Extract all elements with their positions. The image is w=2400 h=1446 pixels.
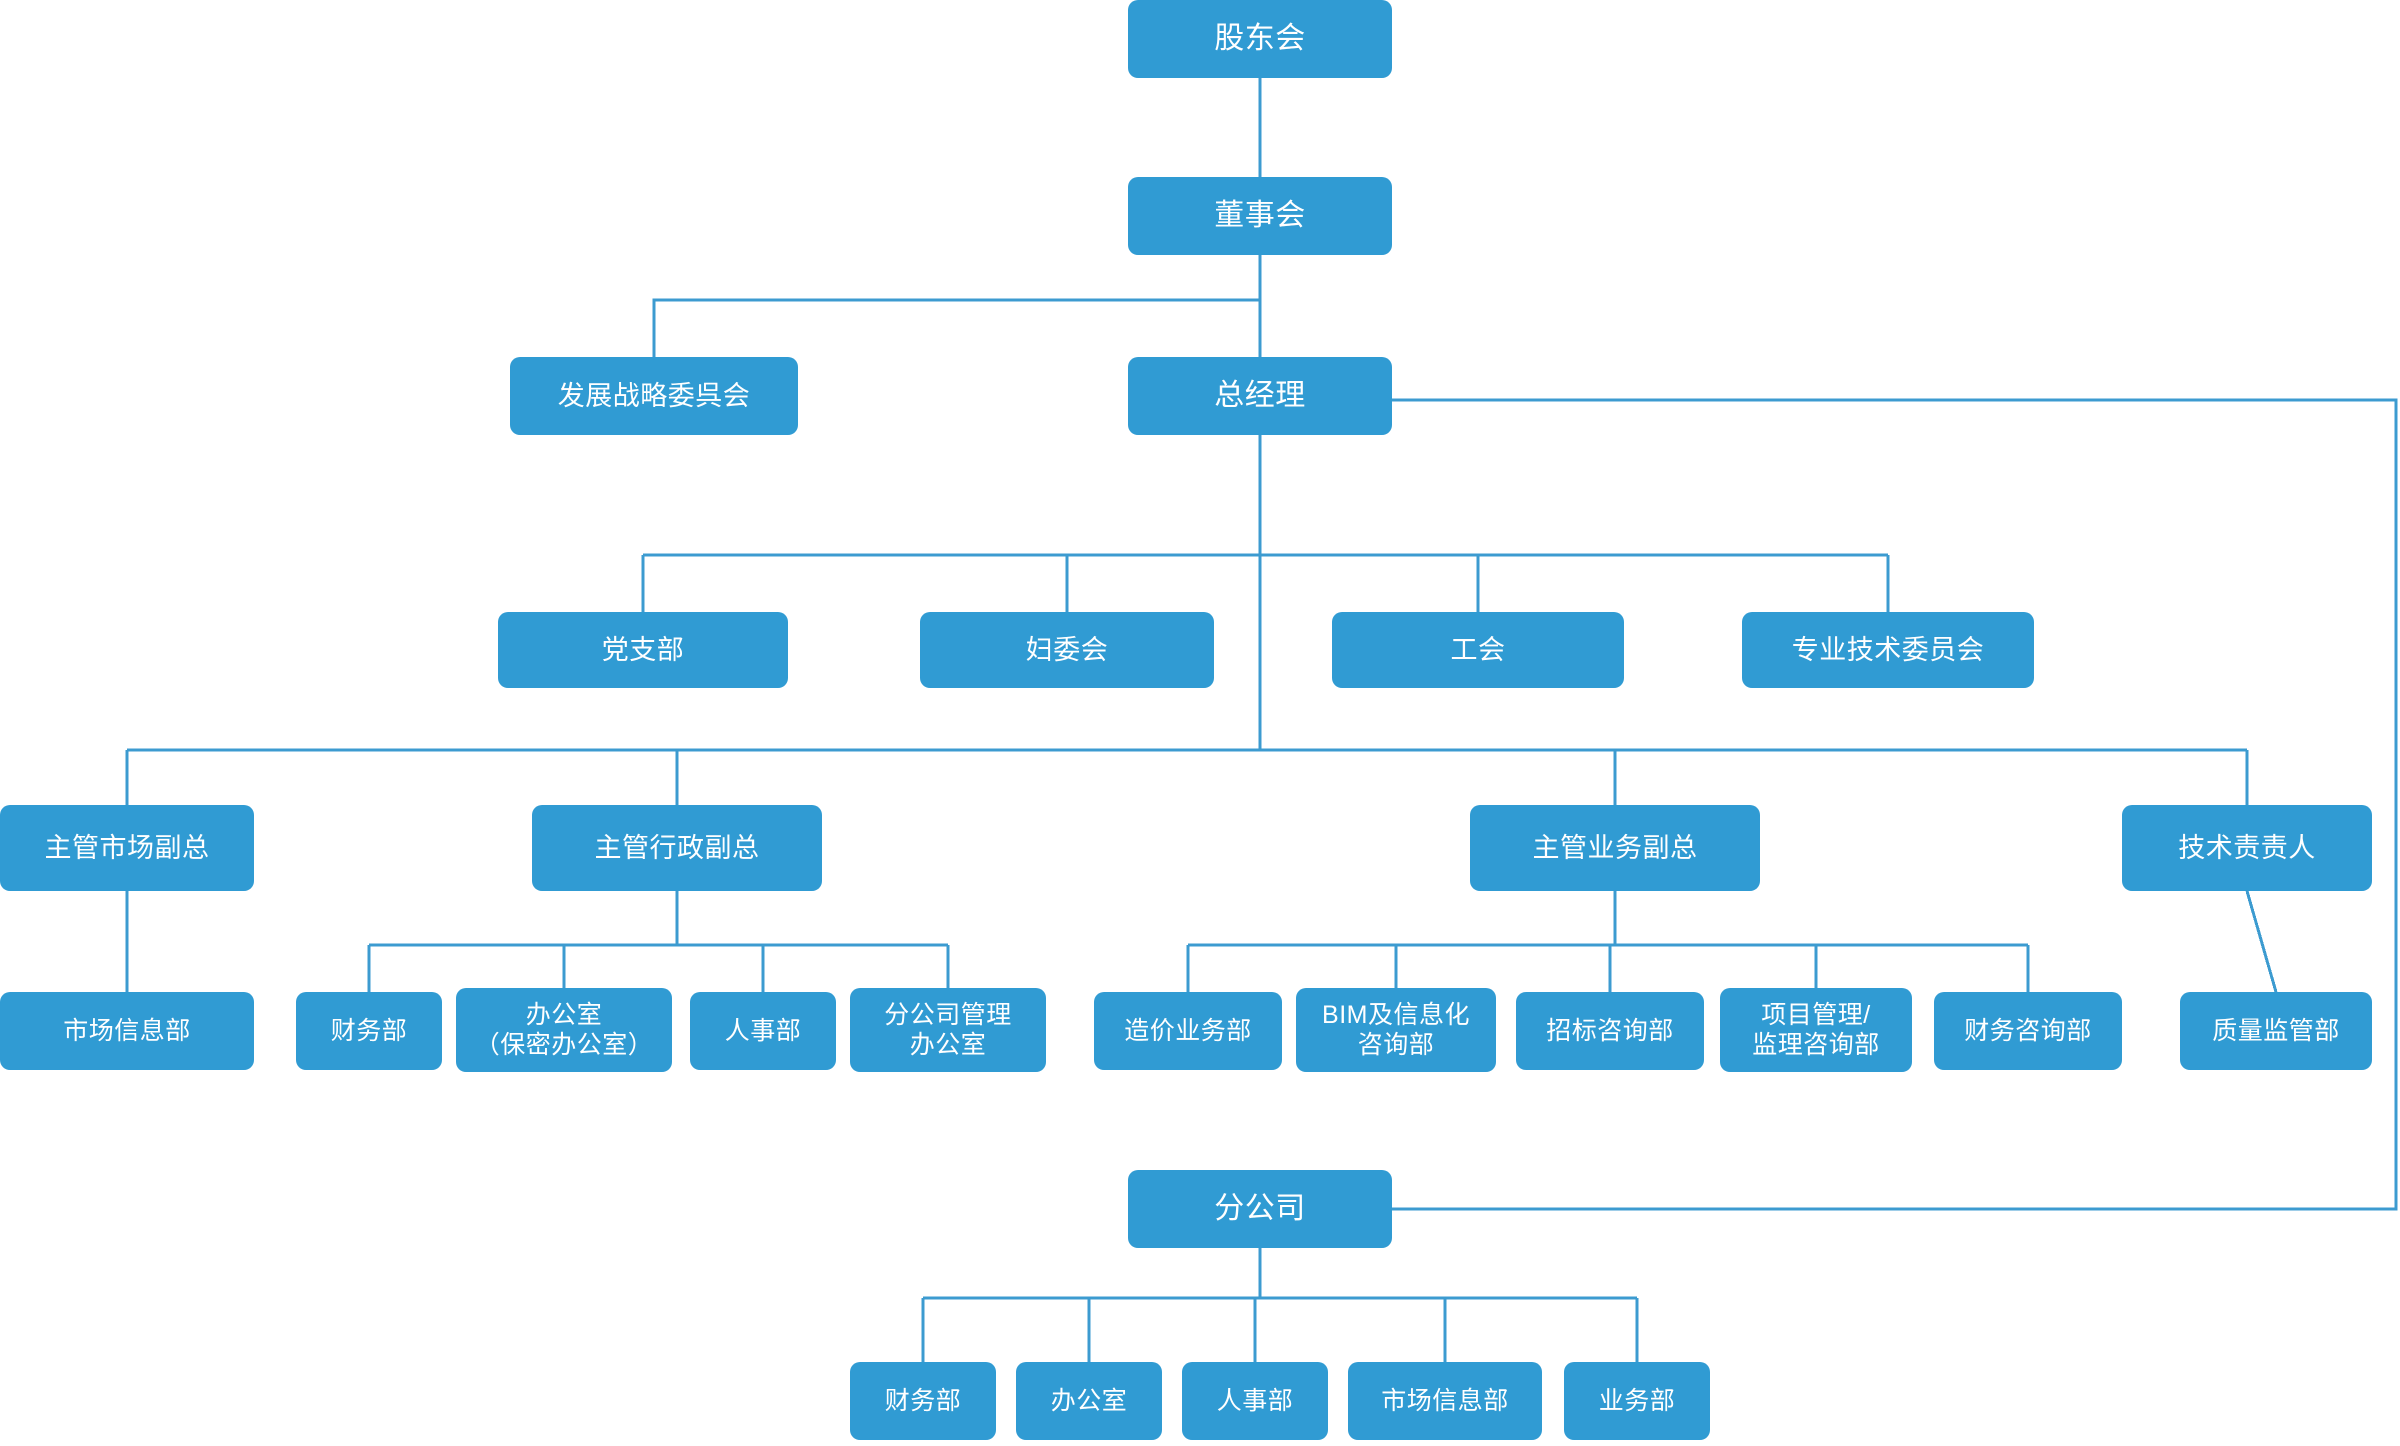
org-node-label: 发展战略委呉会 bbox=[557, 380, 751, 411]
org-node[interactable]: 人事部 bbox=[690, 992, 836, 1070]
org-node-label: 党支部 bbox=[601, 634, 685, 665]
org-node-label: 办公室 （保密办公室） bbox=[474, 1000, 654, 1060]
org-node[interactable]: 工会 bbox=[1332, 612, 1624, 688]
org-node[interactable]: 发展战略委呉会 bbox=[510, 357, 798, 435]
org-node[interactable]: 财务咨询部 bbox=[1934, 992, 2122, 1070]
org-node-label: 妇委会 bbox=[1025, 634, 1109, 665]
org-node[interactable]: 党支部 bbox=[498, 612, 788, 688]
org-node[interactable]: 股东会 bbox=[1128, 0, 1392, 78]
org-node[interactable]: 财务部 bbox=[296, 992, 442, 1070]
org-node-label: 分公司 bbox=[1214, 1191, 1306, 1225]
org-node-label: 市场信息部 bbox=[63, 1016, 191, 1045]
org-node-label: 财务部 bbox=[330, 1016, 408, 1045]
org-node[interactable]: 财务部 bbox=[850, 1362, 996, 1440]
org-node[interactable]: 专业技术委员会 bbox=[1742, 612, 2034, 688]
org-node-label: 技术责责人 bbox=[2178, 832, 2316, 863]
org-node-label: 主管行政副总 bbox=[594, 832, 760, 863]
org-node-label: 人事部 bbox=[724, 1016, 802, 1045]
org-node-label: 市场信息部 bbox=[1381, 1386, 1509, 1415]
org-node-label: 造价业务部 bbox=[1124, 1016, 1252, 1045]
org-node[interactable]: 招标咨询部 bbox=[1516, 992, 1704, 1070]
org-node[interactable]: 分公司管理 办公室 bbox=[850, 988, 1046, 1072]
org-node[interactable]: 董事会 bbox=[1128, 177, 1392, 255]
org-node-label: 财务部 bbox=[884, 1386, 962, 1415]
org-node[interactable]: 主管业务副总 bbox=[1470, 805, 1760, 891]
org-node-label: 办公室 bbox=[1050, 1386, 1128, 1415]
org-node-label: 招标咨询部 bbox=[1546, 1016, 1674, 1045]
org-node[interactable]: 妇委会 bbox=[920, 612, 1214, 688]
org-node[interactable]: 人事部 bbox=[1182, 1362, 1328, 1440]
org-node[interactable]: 分公司 bbox=[1128, 1170, 1392, 1248]
org-node[interactable]: 办公室 bbox=[1016, 1362, 1162, 1440]
org-node[interactable]: 主管市场副总 bbox=[0, 805, 254, 891]
edge-n1-n2 bbox=[652, 298, 1260, 357]
org-node-label: 分公司管理 办公室 bbox=[884, 1000, 1012, 1060]
org-node-label: BIM及信息化 咨询部 bbox=[1322, 1000, 1470, 1060]
edge-n11-n22 bbox=[2245, 890, 2278, 993]
org-node[interactable]: 市场信息部 bbox=[1348, 1362, 1542, 1440]
org-node[interactable]: 办公室 （保密办公室） bbox=[456, 988, 672, 1072]
org-node-label: 工会 bbox=[1450, 634, 1506, 665]
org-node[interactable]: 主管行政副总 bbox=[532, 805, 822, 891]
org-node[interactable]: 技术责责人 bbox=[2122, 805, 2372, 891]
org-node-label: 项目管理/ 监理咨询部 bbox=[1752, 1000, 1880, 1060]
org-node[interactable]: 市场信息部 bbox=[0, 992, 254, 1070]
org-node-label: 质量监管部 bbox=[2212, 1016, 2340, 1045]
org-node-label: 专业技术委员会 bbox=[1791, 634, 1985, 665]
org-node[interactable]: 项目管理/ 监理咨询部 bbox=[1720, 988, 1912, 1072]
org-node[interactable]: 造价业务部 bbox=[1094, 992, 1282, 1070]
org-node-label: 董事会 bbox=[1214, 198, 1306, 232]
org-node[interactable]: BIM及信息化 咨询部 bbox=[1296, 988, 1496, 1072]
org-node[interactable]: 总经理 bbox=[1128, 357, 1392, 435]
org-node[interactable]: 质量监管部 bbox=[2180, 992, 2372, 1070]
org-node-label: 股东会 bbox=[1214, 21, 1306, 55]
org-node-label: 主管业务副总 bbox=[1532, 832, 1698, 863]
org-node[interactable]: 业务部 bbox=[1564, 1362, 1710, 1440]
org-node-label: 人事部 bbox=[1216, 1386, 1294, 1415]
org-node-label: 业务部 bbox=[1598, 1386, 1676, 1415]
org-node-label: 主管市场副总 bbox=[44, 832, 210, 863]
org-node-label: 财务咨询部 bbox=[1964, 1016, 2092, 1045]
org-node-label: 总经理 bbox=[1214, 378, 1306, 412]
